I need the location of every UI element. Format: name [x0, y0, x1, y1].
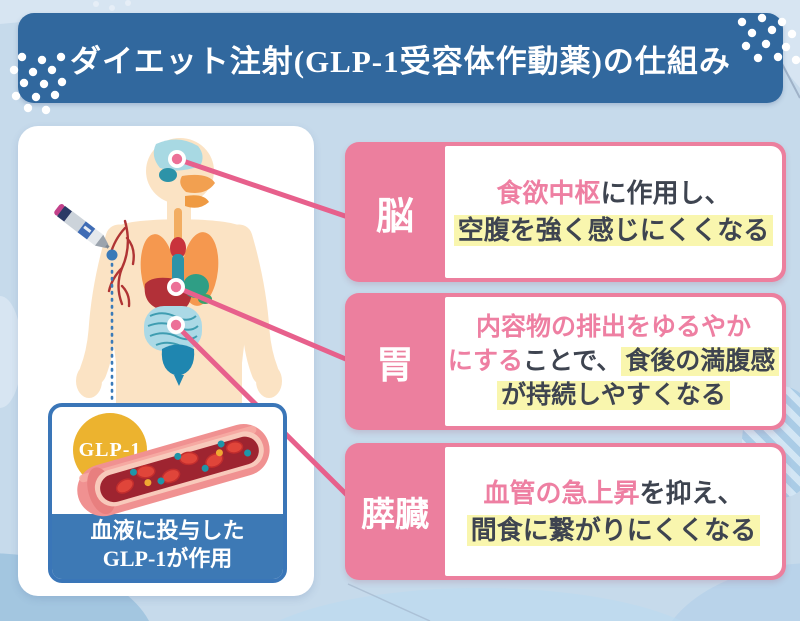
card-pancreas: 膵臓 血管の急上昇を抑え、間食に繋がりにくくなる	[345, 443, 786, 580]
card-pancreas-label: 膵臓	[361, 497, 429, 534]
page-title: ダイエット注射(GLP-1受容体作動薬)の仕組み	[70, 43, 731, 79]
text-segment: 血管の急上昇	[483, 478, 640, 508]
injection-site-dot	[106, 249, 118, 261]
text-segment: に作用し、	[600, 179, 731, 208]
card-stomach-label: 胃	[375, 345, 414, 387]
caption-line-1: 血液に投与した	[90, 518, 245, 543]
text-segment: を抑え、	[639, 478, 744, 508]
blood-vessel-icon	[77, 423, 270, 517]
card-pancreas-text: 血管の急上昇を抑え、間食に繋がりにくくなる	[445, 447, 782, 576]
text-segment: ことで、	[522, 347, 622, 375]
card-brain: 脳 食欲中枢に作用し、空腹を強く感じにくくなる	[345, 142, 786, 282]
text-segment: が持続しやすくなる	[497, 380, 730, 410]
card-stomach: 胃 内容物の排出をゆるやかにすることで、食後の満腹感が持続しやすくなる	[345, 293, 786, 430]
text-segment: 食後の満腹感	[621, 346, 780, 376]
title-banner: ダイエット注射(GLP-1受容体作動薬)の仕組み	[18, 13, 783, 103]
artery-illustration	[107, 219, 135, 308]
injection-pen-icon	[54, 204, 110, 249]
text-segment: 食欲中枢	[496, 179, 601, 208]
card-brain-label: 脳	[375, 195, 414, 238]
caption-line-2: GLP-1が作用	[102, 546, 233, 571]
glp1-blood-inset-box: GLP-1	[48, 403, 287, 583]
text-segment: 空腹を強く感じにくくなる	[453, 215, 774, 246]
text-segment: 内容物の排出をゆるやか	[475, 313, 751, 341]
text-segment: 間食に繋がりにくくなる	[466, 514, 761, 546]
card-stomach-text: 内容物の排出をゆるやかにすることで、食後の満腹感が持続しやすくなる	[445, 297, 782, 426]
card-brain-text: 食欲中枢に作用し、空腹を強く感じにくくなる	[445, 146, 782, 278]
text-segment: にする	[447, 347, 523, 375]
blood-vessel-illustration: GLP-1	[52, 407, 283, 517]
inset-caption: 血液に投与した GLP-1が作用	[52, 514, 283, 579]
